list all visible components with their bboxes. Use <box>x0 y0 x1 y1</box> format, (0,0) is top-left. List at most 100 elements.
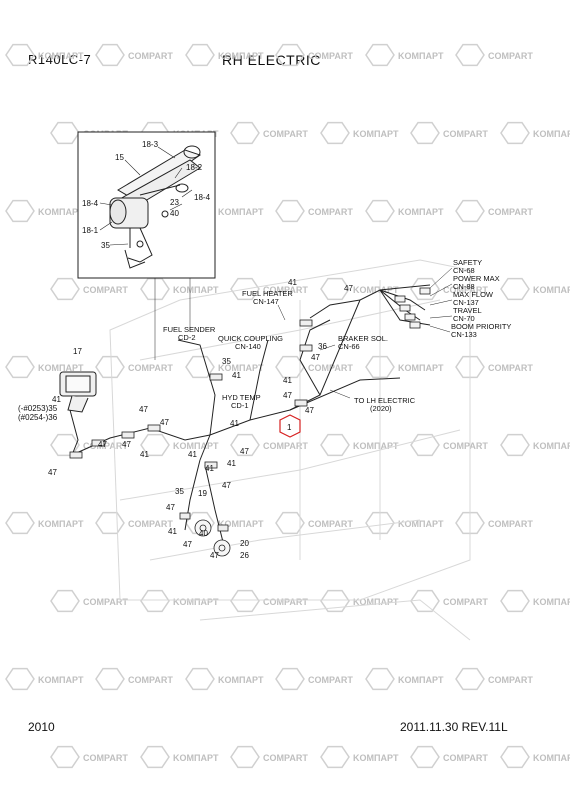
callout-18-2: 18-2 <box>186 163 203 172</box>
label-boom-priority: BOOM PRIORITY <box>451 322 511 331</box>
callout-47-top: 47 <box>344 284 353 293</box>
watermark-text: COMPART <box>83 441 128 451</box>
watermark-hexagon <box>365 511 395 535</box>
watermark-hexagon <box>365 355 395 379</box>
watermark-hexagon <box>275 355 305 379</box>
watermark-text: KOMΠAPT <box>398 675 444 685</box>
footer-date-revision: 2011.11.30 REV.11L <box>400 720 508 734</box>
page-title: RH ELECTRIC <box>222 52 321 68</box>
callout-36: 36 <box>318 342 327 351</box>
watermark-text: COMPART <box>128 675 173 685</box>
watermark-text: KOMΠAPT <box>398 51 444 61</box>
model-code: R140LC-7 <box>28 52 92 67</box>
label-fuel-sender-cd: CD-2 <box>178 333 196 342</box>
watermark-text: COMPART <box>308 51 353 61</box>
label-fuel-heater-cn: CN-147 <box>253 297 279 306</box>
watermark-text: COMPART <box>263 285 308 295</box>
watermark-hexagon <box>410 433 440 457</box>
watermark-hexagon <box>455 355 485 379</box>
watermark-hexagon <box>95 355 125 379</box>
work-lamp <box>59 371 97 413</box>
label-hyd-temp-cd: CD-1 <box>231 401 249 410</box>
watermark-hexagon <box>95 43 125 67</box>
watermark-hexagon <box>320 277 350 301</box>
watermark-text: COMPART <box>308 675 353 685</box>
watermark-hexagon <box>140 433 170 457</box>
watermark-text: COMPART <box>443 597 488 607</box>
watermark-hexagon <box>320 589 350 613</box>
watermark-hexagon <box>500 433 530 457</box>
watermark-hexagon <box>230 121 260 145</box>
connector-labels: FUEL HEATER CN-147 FUEL SENDER CD-2 QUIC… <box>163 258 511 413</box>
watermark-text: COMPART <box>128 51 173 61</box>
watermark-text: KOMΠAPT <box>218 519 264 529</box>
label-power-max-cn: CN-88 <box>453 282 475 291</box>
watermark-text: KOMΠAPT <box>218 363 264 373</box>
callout-41-f: 41 <box>188 450 197 459</box>
label-power-max: POWER MAX <box>453 274 500 283</box>
watermark-hexagon <box>365 43 395 67</box>
watermark-text: KOMΠAPT <box>173 441 219 451</box>
watermark-text: KOMΠAPT <box>533 129 570 139</box>
watermark-hexagon <box>140 277 170 301</box>
watermark-text: COMPART <box>83 597 128 607</box>
watermark-text: COMPART <box>488 675 533 685</box>
watermark-text: KOMΠAPT <box>218 51 264 61</box>
watermark-hexagon <box>5 355 35 379</box>
watermark-text: COMPART <box>488 363 533 373</box>
callout-18-4-a: 18-4 <box>82 199 99 208</box>
callout-47-l: 47 <box>183 540 192 549</box>
label-max-flow-cn: CN-137 <box>453 298 479 307</box>
callout-18-1: 18-1 <box>82 226 99 235</box>
label-fuel-heater: FUEL HEATER <box>242 289 293 298</box>
callout-40: 40 <box>170 209 179 218</box>
watermark-text: KOMΠAPT <box>218 207 264 217</box>
callout-47-e: 47 <box>160 418 169 427</box>
watermark-hexagon <box>5 43 35 67</box>
callout-47-d: 47 <box>139 405 148 414</box>
inset-to-frame-lines <box>154 278 191 360</box>
watermark-hexagon <box>320 433 350 457</box>
watermark-text: KOMΠAPT <box>353 441 399 451</box>
watermark-hexagon <box>230 589 260 613</box>
label-safety: SAFETY <box>453 258 482 267</box>
label-quick-coupling-cn: CN-140 <box>235 342 261 351</box>
label-fuel-sender: FUEL SENDER <box>163 325 216 334</box>
watermark-hexagon <box>410 121 440 145</box>
watermark-text: COMPART <box>488 207 533 217</box>
watermark-hexagon <box>320 121 350 145</box>
watermark-text: KOMΠAPT <box>398 207 444 217</box>
callout-41-g: 41 <box>205 464 214 473</box>
callout-47-j: 47 <box>222 481 231 490</box>
label-safety-cn: CN-68 <box>453 266 475 275</box>
watermark-text: COMPART <box>443 753 488 763</box>
callout-41-d: 41 <box>140 450 149 459</box>
watermark-text: KOMΠAPT <box>353 753 399 763</box>
label-hyd-temp: HYD TEMP <box>222 393 261 402</box>
watermark-text: COMPART <box>83 285 128 295</box>
watermark-text: COMPART <box>443 285 488 295</box>
watermark-text: COMPART <box>263 753 308 763</box>
watermark-text: KOMΠAPT <box>353 129 399 139</box>
watermark-hexagon <box>500 277 530 301</box>
main-callouts: 41 47 36 47 35 41 41 47 47 41 47 1 47 47… <box>48 278 353 560</box>
wiring-harness <box>69 284 431 551</box>
callout-15: 15 <box>115 153 124 162</box>
watermark-text: COMPART <box>443 129 488 139</box>
watermark-hexagon <box>320 745 350 769</box>
watermark-text: KOMΠAPT <box>533 597 570 607</box>
watermark-hexagon <box>410 277 440 301</box>
watermark-hexagon <box>185 667 215 691</box>
callout-17: 17 <box>73 347 82 356</box>
watermark-text: COMPART <box>308 519 353 529</box>
watermark-hexagon <box>185 43 215 67</box>
watermark-hexagon <box>185 355 215 379</box>
watermark-hexagon <box>455 43 485 67</box>
callout-47-g: 47 <box>122 440 131 449</box>
callout-47-b: 47 <box>283 391 292 400</box>
watermark-text: KOMΠAPT <box>533 753 570 763</box>
callout-1: 1 <box>287 423 292 432</box>
watermark-hexagon <box>500 121 530 145</box>
callout-47-a: 47 <box>311 353 320 362</box>
watermark-text: KOMΠAPT <box>38 207 84 217</box>
